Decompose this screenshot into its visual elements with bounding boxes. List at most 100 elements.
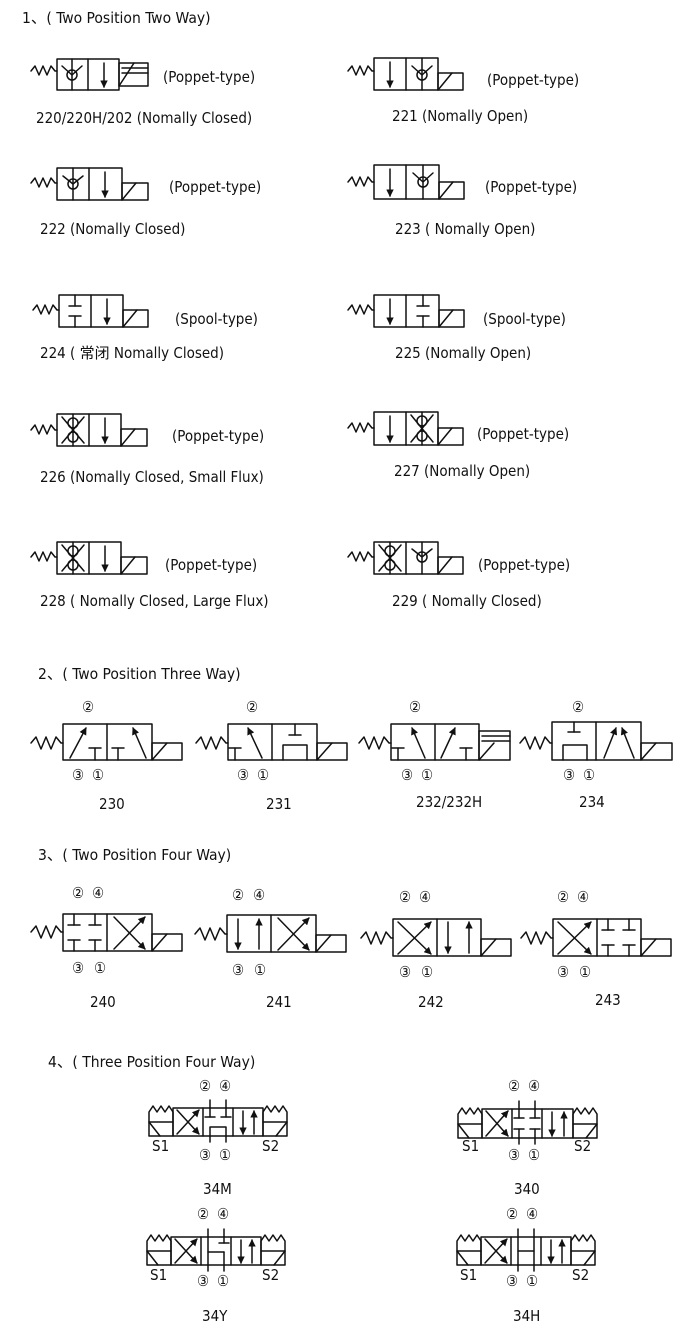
port-2-232: ② [409,698,422,716]
port-3-240: ③ [72,959,85,977]
symbol-229 [347,541,464,575]
valve-label-242: 242 [418,993,444,1011]
port-4-34M: ④ [219,1077,232,1095]
symbol-221 [347,57,464,91]
symbol-230 [30,723,183,761]
port-4-240: ④ [92,884,105,902]
port-3-340: ③ [508,1146,521,1164]
valve-type-224: (Spool-type) [175,310,258,328]
valve-label-230: 230 [99,795,125,813]
valve-label-34H: 34H [513,1307,541,1325]
valve-type-221: (Poppet-type) [487,71,580,89]
port-3-34M: ③ [199,1146,212,1164]
port-2-242: ② [399,888,412,906]
valve-label-227: 227 (Nomally Open) [394,462,531,480]
port-1-242: ① [421,963,434,981]
port-2-240: ② [72,884,85,902]
valve-label-232: 232/232H [416,793,483,811]
port-1-34Y: ① [217,1272,230,1290]
port-3-232: ③ [401,766,414,784]
symbol-241 [194,914,347,953]
symbol-34H [456,1228,596,1272]
solenoid-s1-34M: S1 [152,1137,170,1155]
port-4-340: ④ [528,1077,541,1095]
symbol-34Y [146,1228,286,1272]
symbol-223 [347,164,465,200]
valve-label-241: 241 [266,993,292,1011]
solenoid-s1-340: S1 [462,1137,480,1155]
valve-type-225: (Spool-type) [483,310,566,328]
valve-label-226: 226 (Nomally Closed, Small Flux) [40,468,264,486]
port-1-34H: ① [526,1272,539,1290]
port-2-340: ② [508,1077,521,1095]
port-3-230: ③ [72,766,85,784]
port-2-234: ② [572,698,585,716]
symbol-228 [30,541,148,575]
port-4-241: ④ [253,886,266,904]
symbol-220 [30,58,149,91]
port-1-232: ① [421,766,434,784]
solenoid-s2-34M: S2 [262,1137,280,1155]
valve-label-34M: 34M [203,1180,232,1198]
port-4-34H: ④ [526,1205,539,1223]
port-1-230: ① [92,766,105,784]
solenoid-s1-34H: S1 [460,1266,478,1284]
valve-type-229: (Poppet-type) [478,556,571,574]
section-title-3: 3、( Two Position Four Way) [38,846,232,864]
port-1-340: ① [528,1146,541,1164]
valve-label-225: 225 (Nomally Open) [395,344,532,362]
valve-label-228: 228 ( Nomally Closed, Large Flux) [40,592,269,610]
valve-label-340: 340 [514,1180,540,1198]
valve-label-223: 223 ( Nomally Open) [395,220,536,238]
port-4-34Y: ④ [217,1205,230,1223]
port-1-243: ① [579,963,592,981]
port-4-243: ④ [577,888,590,906]
port-3-34H: ③ [506,1272,519,1290]
port-3-34Y: ③ [197,1272,210,1290]
solenoid-s2-34Y: S2 [262,1266,280,1284]
symbol-226 [30,413,148,447]
symbol-234 [519,721,673,761]
symbol-232 [358,723,511,761]
valve-label-229: 229 ( Nomally Closed) [392,592,542,610]
port-1-240: ① [94,959,107,977]
valve-label-221: 221 (Nomally Open) [392,107,529,125]
symbol-242 [360,918,512,957]
port-2-241: ② [232,886,245,904]
solenoid-s1-34Y: S1 [150,1266,168,1284]
port-2-34H: ② [506,1205,519,1223]
valve-type-220: (Poppet-type) [163,68,256,86]
valve-type-223: (Poppet-type) [485,178,578,196]
port-3-231: ③ [237,766,250,784]
port-3-242: ③ [399,963,412,981]
port-1-234: ① [583,766,596,784]
symbol-224 [32,294,149,328]
port-3-234: ③ [563,766,576,784]
section-title-4: 4、( Three Position Four Way) [48,1053,256,1071]
valve-label-234: 234 [579,793,605,811]
valve-label-222: 222 (Nomally Closed) [40,220,186,238]
valve-label-34Y: 34Y [202,1307,228,1325]
port-1-231: ① [257,766,270,784]
valve-type-222: (Poppet-type) [169,178,262,196]
port-2-34M: ② [199,1077,212,1095]
port-3-241: ③ [232,961,245,979]
valve-label-231: 231 [266,795,292,813]
symbol-227 [347,411,464,446]
symbol-240 [30,913,183,952]
valve-type-228: (Poppet-type) [165,556,258,574]
solenoid-s2-340: S2 [574,1137,592,1155]
valve-label-240: 240 [90,993,116,1011]
symbol-243 [520,918,672,957]
port-1-241: ① [254,961,267,979]
valve-label-224: 224 ( 常闭 Nomally Closed) [40,344,225,362]
port-4-242: ④ [419,888,432,906]
valve-type-226: (Poppet-type) [172,427,265,445]
port-2-231: ② [246,698,259,716]
valve-label-220: 220/220H/202 (Nomally Closed) [36,109,253,127]
symbol-231 [195,723,348,761]
port-2-243: ② [557,888,570,906]
valve-type-227: (Poppet-type) [477,425,570,443]
port-1-34M: ① [219,1146,232,1164]
